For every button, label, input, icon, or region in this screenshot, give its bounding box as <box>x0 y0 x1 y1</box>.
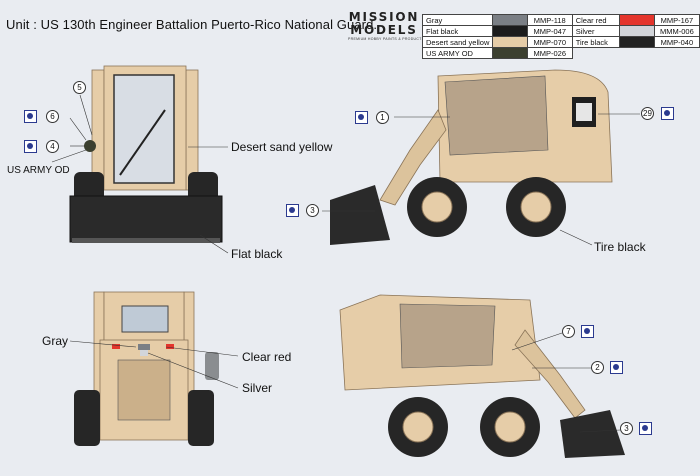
callout-3-bottom: 3 <box>620 422 633 435</box>
color-code: MMP-118 <box>526 14 573 26</box>
side-bucket-top <box>330 185 390 245</box>
side-view-loader-top <box>322 69 640 246</box>
label-clear-red: Clear red <box>242 350 292 364</box>
color-swatch <box>492 47 528 59</box>
front-bucket <box>69 195 223 243</box>
brand-line-2: MODELS <box>350 23 418 37</box>
decal-icon <box>610 361 623 374</box>
side-grille-top <box>444 75 549 156</box>
rear-grille <box>117 359 171 421</box>
color-swatch <box>619 36 655 48</box>
od-marking <box>84 140 96 152</box>
side-view-loader-bottom <box>339 294 625 458</box>
callout-29: 29 <box>641 107 654 120</box>
label-desert-sand-yellow: Desert sand yellow <box>231 140 333 154</box>
color-code: MMP-167 <box>653 14 700 26</box>
side-grille-bottom <box>399 303 496 369</box>
callout-3: 3 <box>306 204 319 217</box>
unit-name: US 130th Engineer Battalion Puerto-Rico … <box>40 17 378 32</box>
color-code: MMP-040 <box>653 36 700 48</box>
decal-icon <box>661 107 674 120</box>
label-us-army-od: US ARMY OD <box>7 165 70 176</box>
callout-2: 2 <box>591 361 604 374</box>
decal-icon <box>355 111 368 124</box>
callout-7: 7 <box>562 325 575 338</box>
paint-color-table: Gray MMP-118 Clear red MMP-167 Flat blac… <box>421 14 700 59</box>
table-row: Flat black MMP-047 Silver MMM-006 <box>421 25 700 37</box>
color-code: MMP-026 <box>526 47 573 59</box>
decal-icon <box>24 140 37 153</box>
side-bucket-bottom <box>560 410 625 458</box>
rear-cab-window <box>121 305 169 333</box>
rear-view-loader <box>69 291 239 446</box>
front-cab-window <box>113 74 175 184</box>
table-row: Desert sand yellow MMP-070 Tire black MM… <box>421 36 700 48</box>
label-gray: Gray <box>42 334 69 348</box>
decal-icon <box>581 325 594 338</box>
brand-line-1: MISSION <box>348 10 420 24</box>
decal-icon <box>639 422 652 435</box>
table-row: Gray MMP-118 Clear red MMP-167 <box>421 14 700 26</box>
callout-1: 1 <box>376 111 389 124</box>
label-flat-black: Flat black <box>231 247 283 261</box>
color-code: MMM-006 <box>653 25 700 37</box>
table-row: US ARMY OD MMP-026 <box>421 47 700 59</box>
callout-5: 5 <box>73 81 86 94</box>
decal-icon <box>24 110 37 123</box>
label-tire-black: Tire black <box>594 240 646 254</box>
front-view-loader <box>51 65 229 254</box>
label-silver: Silver <box>242 381 273 395</box>
color-name: US ARMY OD <box>421 47 494 59</box>
unit-title: Unit : US 130th Engineer Battalion Puert… <box>6 17 377 32</box>
decal-icon <box>286 204 299 217</box>
callout-4: 4 <box>46 140 59 153</box>
unit-label: Unit : <box>6 17 41 32</box>
brand-logo: MISSION MODELS PREMIUM HOBBY PAINTS & PR… <box>348 10 425 42</box>
callout-6: 6 <box>46 110 59 123</box>
brand-tagline: PREMIUM HOBBY PAINTS & PRODUCTS <box>348 37 425 41</box>
